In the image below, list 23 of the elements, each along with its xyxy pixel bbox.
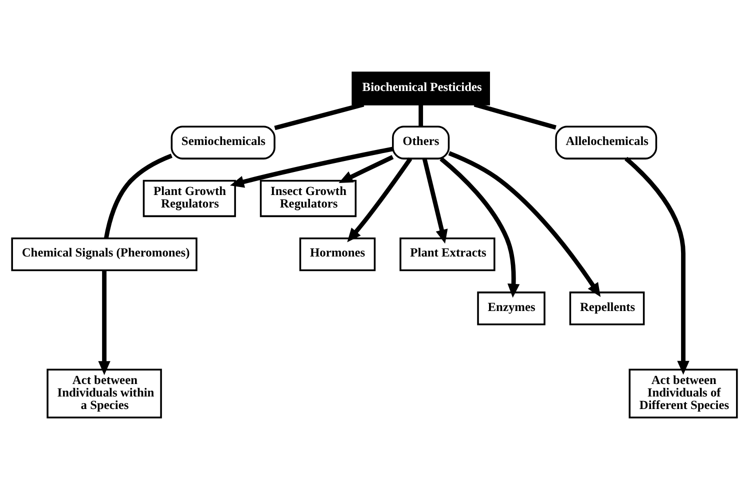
node-box: Insect Growth Regulators xyxy=(260,179,357,217)
arrow xyxy=(440,156,520,298)
node-box: Others xyxy=(392,125,450,159)
arrow xyxy=(448,150,601,296)
node-box: Plant Extracts xyxy=(400,236,496,271)
node-box: Hormones xyxy=(299,236,376,271)
arrow xyxy=(230,146,394,188)
node-box: Semiochemicals xyxy=(170,125,276,159)
node-box: Allelochemicals xyxy=(555,125,658,159)
node-box: Act between Individuals within a Species xyxy=(46,368,162,418)
arrow xyxy=(338,154,394,182)
arrow xyxy=(347,156,412,242)
connector xyxy=(418,104,424,126)
node-box: Act between Individuals of Different Species xyxy=(628,368,738,418)
arrow xyxy=(624,156,690,374)
node-box: Enzymes xyxy=(477,291,546,325)
arrow xyxy=(422,158,448,244)
node-box: Plant Growth Regulators xyxy=(142,179,236,217)
connector xyxy=(104,153,172,238)
node-box: Biochemical Pesticides xyxy=(352,71,490,105)
node-box: Chemical Signals (Pheromones) xyxy=(11,236,198,271)
arrow xyxy=(98,270,110,375)
node-box: Repellents xyxy=(569,291,645,325)
